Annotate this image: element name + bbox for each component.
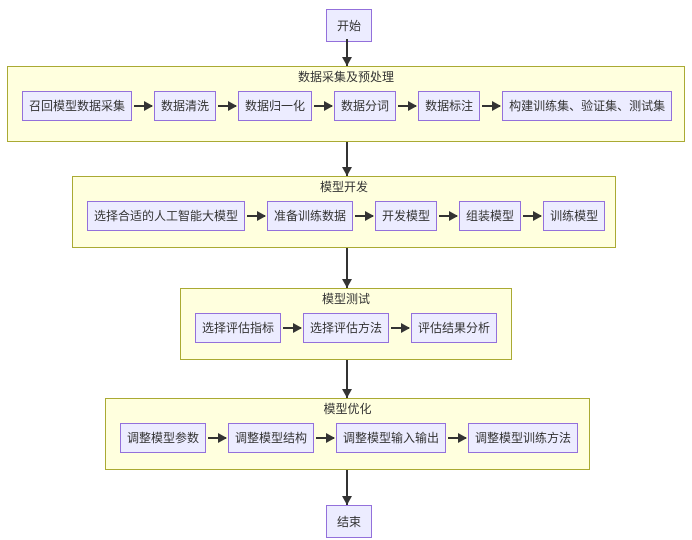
- flow-node-prepare-training-data: 准备训练数据: [267, 201, 354, 231]
- group-model-development: 模型开发 选择合适的人工智能大模型 准备训练数据 开发模型 组装模型 训练模型: [72, 176, 616, 248]
- flow-node-data-annotation: 数据标注: [418, 91, 481, 121]
- arrow-right-icon: [283, 323, 303, 333]
- group-title: 数据采集及预处理: [297, 70, 394, 84]
- flow-node-select-eval-method: 选择评估方法: [303, 313, 390, 343]
- arrow-right-icon: [391, 323, 411, 333]
- arrow-right-icon: [355, 211, 375, 221]
- flow-node-eval-result-analysis: 评估结果分析: [411, 313, 498, 343]
- flow-node-data-cleaning: 数据清洗: [154, 91, 217, 121]
- flow-node-build-datasets: 构建训练集、验证集、测试集: [502, 91, 673, 121]
- flow-node-data-normalization: 数据归一化: [238, 91, 313, 121]
- arrow-right-icon: [247, 211, 267, 221]
- start-node: 开始: [326, 9, 373, 42]
- flow-node-adjust-training-method: 调整模型训练方法: [468, 423, 579, 453]
- arrow-right-icon: [398, 101, 418, 111]
- group-title: 模型测试: [321, 292, 370, 306]
- arrow-down-icon: [342, 248, 352, 288]
- flow-node-develop-model: 开发模型: [375, 201, 438, 231]
- flow-node-select-ai-model: 选择合适的人工智能大模型: [87, 201, 246, 231]
- arrow-right-icon: [208, 433, 228, 443]
- flow-node-adjust-model-io: 调整模型输入输出: [336, 423, 447, 453]
- arrow-right-icon: [439, 211, 459, 221]
- flow-node-assemble-model: 组装模型: [459, 201, 522, 231]
- node-row: 调整模型参数 调整模型结构 调整模型输入输出 调整模型训练方法: [106, 423, 589, 453]
- group-data-preprocessing: 数据采集及预处理 召回模型数据采集 数据清洗 数据归一化 数据分词 数据标注 构…: [7, 66, 685, 142]
- group-title: 模型开发: [319, 180, 368, 194]
- end-node: 结束: [326, 505, 373, 538]
- arrow-right-icon: [218, 101, 238, 111]
- arrow-right-icon: [523, 211, 543, 221]
- flow-node-recall-data-collection: 召回模型数据采集: [22, 91, 133, 121]
- arrow-down-icon: [342, 39, 352, 66]
- arrow-right-icon: [482, 101, 502, 111]
- node-row: 召回模型数据采集 数据清洗 数据归一化 数据分词 数据标注 构建训练集、验证集、…: [8, 91, 684, 121]
- node-row: 选择评估指标 选择评估方法 评估结果分析: [181, 313, 511, 343]
- arrow-right-icon: [314, 101, 334, 111]
- group-model-optimization: 模型优化 调整模型参数 调整模型结构 调整模型输入输出 调整模型训练方法: [105, 398, 590, 470]
- arrow-right-icon: [316, 433, 336, 443]
- node-row: 选择合适的人工智能大模型 准备训练数据 开发模型 组装模型 训练模型: [73, 201, 615, 231]
- arrow-down-icon: [342, 142, 352, 176]
- flow-node-adjust-model-params: 调整模型参数: [120, 423, 207, 453]
- arrow-right-icon: [134, 101, 154, 111]
- arrow-right-icon: [448, 433, 468, 443]
- arrow-down-icon: [342, 470, 352, 505]
- arrow-down-icon: [342, 360, 352, 398]
- group-model-testing: 模型测试 选择评估指标 选择评估方法 评估结果分析: [180, 288, 512, 360]
- group-title: 模型优化: [323, 402, 372, 416]
- flow-node-data-tokenization: 数据分词: [334, 91, 397, 121]
- flow-node-adjust-model-structure: 调整模型结构: [228, 423, 315, 453]
- flow-node-train-model: 训练模型: [543, 201, 606, 231]
- flow-node-select-eval-metrics: 选择评估指标: [195, 313, 282, 343]
